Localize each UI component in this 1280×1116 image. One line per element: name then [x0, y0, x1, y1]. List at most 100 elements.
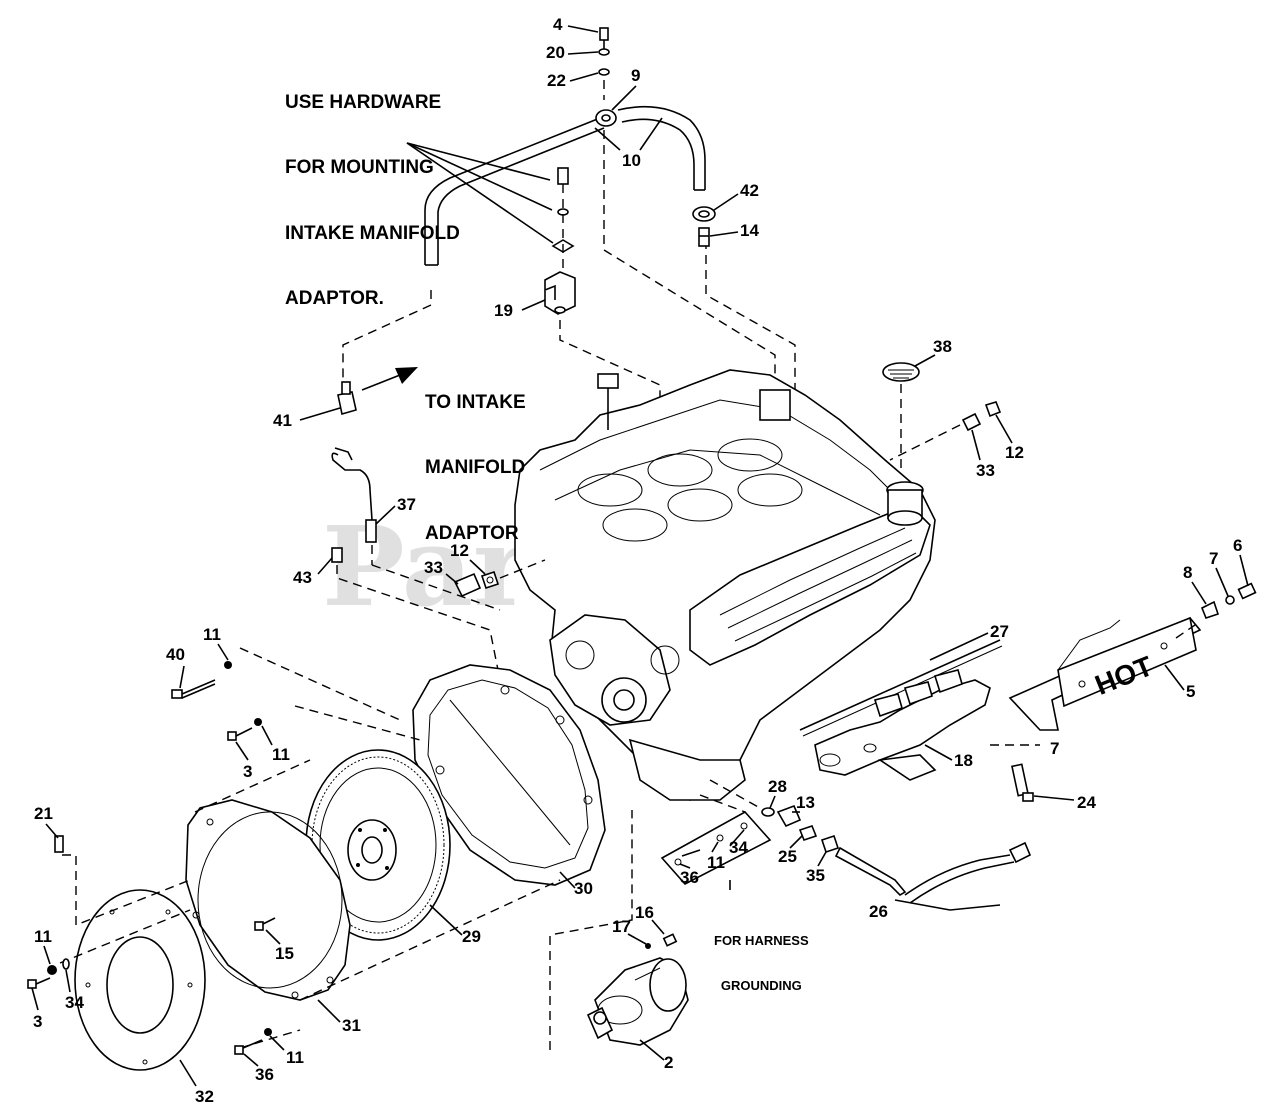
callout-33-upper: 33 [976, 461, 995, 480]
callout-16: 16 [635, 903, 654, 922]
callout-25: 25 [778, 847, 797, 866]
note-line: FOR MOUNTING [285, 157, 434, 179]
bolt-3-lower [27, 958, 70, 989]
callout-11-b: 11 [272, 745, 290, 764]
callout-42: 42 [740, 181, 759, 200]
callout-26: 26 [869, 902, 888, 921]
note-line: GROUNDING [720, 977, 802, 993]
callout-33-middle: 33 [424, 558, 443, 577]
callout-20: 20 [546, 43, 565, 62]
callout-41: 41 [273, 411, 292, 430]
hardware-leader-lines [406, 142, 554, 244]
clamp-42 [692, 206, 716, 222]
callout-13: 13 [796, 793, 815, 812]
callout-11-a: 11 [203, 625, 221, 644]
callout-27: 27 [990, 622, 1009, 641]
note-line: ADAPTOR. [285, 288, 384, 310]
note-line: INTAKE MANIFOLD [285, 222, 460, 244]
note-line: MANIFOLD [425, 457, 526, 479]
gasket-27 [799, 639, 1003, 737]
engine-block [514, 369, 936, 801]
bracket-hardware [551, 167, 575, 272]
callout-21: 21 [34, 804, 53, 823]
fitting-28 [761, 807, 775, 817]
cover-plate-32 [74, 889, 206, 1071]
note-to-intake: TO INTAKE MANIFOLD ADAPTOR [425, 348, 526, 588]
callout-7-upper: 7 [1209, 549, 1218, 568]
note-line: ADAPTOR [425, 522, 519, 544]
fastener-8-7-6 [1200, 582, 1257, 619]
callout-35: 35 [806, 866, 825, 885]
callout-40: 40 [166, 645, 185, 664]
fitting-25 [798, 825, 818, 841]
bracket-19 [544, 271, 576, 315]
bolt-3-upper [227, 718, 262, 741]
starter-motor-2 [586, 957, 689, 1046]
callout-3-upper: 3 [243, 762, 252, 781]
callout-37: 37 [397, 495, 416, 514]
callout-11-d: 11 [34, 927, 52, 946]
nut-12-upper [984, 401, 1002, 418]
note-line: FOR HARNESS [714, 932, 809, 948]
callout-43: 43 [293, 568, 312, 587]
cap-38 [882, 362, 920, 470]
hose-26 [834, 841, 1032, 911]
sensor-37 [331, 447, 501, 611]
callout-4: 4 [553, 15, 563, 34]
connector-14 [698, 227, 710, 247]
nut-12-middle [480, 570, 500, 590]
callout-22: 22 [547, 71, 566, 90]
fitting-41 [337, 381, 357, 416]
exhaust-manifold-18 [814, 669, 991, 781]
callout-7-lower: 7 [1050, 739, 1059, 758]
plug-43 [331, 547, 501, 681]
bolt-40 [171, 661, 232, 699]
bolt-15 [254, 917, 276, 931]
callout-29: 29 [462, 927, 481, 946]
arrow-to-intake [361, 367, 418, 391]
note-use-hardware: USE HARDWARE FOR MOUNTING INTAKE MANIFOL… [285, 48, 460, 354]
fitting-35 [820, 834, 840, 854]
callout-12-middle: 12 [450, 541, 469, 560]
note-line: USE HARDWARE [285, 91, 442, 113]
plug-33-upper [961, 412, 982, 432]
callout-8: 8 [1183, 563, 1192, 582]
vacuum-hose-left [424, 117, 605, 266]
harness-ground-plate [660, 810, 772, 885]
callout-6: 6 [1233, 536, 1242, 555]
callout-5: 5 [1186, 682, 1195, 701]
adapter-plate-31 [185, 799, 351, 1001]
callout-31: 31 [342, 1016, 361, 1035]
callout-36-lower: 36 [255, 1065, 274, 1084]
callout-9: 9 [631, 66, 640, 85]
flywheel-housing-30 [412, 664, 606, 886]
callout-11-c: 11 [707, 853, 725, 872]
callout-32: 32 [195, 1087, 214, 1106]
callout-34-left: 34 [65, 993, 84, 1012]
callout-2: 2 [664, 1053, 673, 1072]
callout-11-e: 11 [286, 1048, 304, 1067]
callout-38: 38 [933, 337, 952, 356]
callout-30: 30 [574, 879, 593, 898]
callout-3-lower: 3 [33, 1012, 42, 1031]
callout-34-right: 34 [729, 838, 748, 857]
callout-14: 14 [740, 221, 759, 240]
bolt-36-lower [234, 1028, 272, 1055]
stud-16-17 [645, 933, 678, 949]
callout-17: 17 [612, 917, 631, 936]
bolt-24 [1011, 763, 1034, 802]
callout-12-upper: 12 [1005, 443, 1024, 462]
callout-28: 28 [768, 777, 787, 796]
fitting-13 [776, 804, 802, 828]
callout-15: 15 [275, 944, 294, 963]
screw-4 [598, 27, 610, 100]
callout-19: 19 [494, 301, 513, 320]
callout-36-right: 36 [680, 868, 699, 887]
plug-33-middle [453, 572, 482, 598]
note-line: TO INTAKE [425, 391, 526, 413]
note-harness-grounding: FOR HARNESS GROUNDING [714, 904, 809, 1024]
callout-24: 24 [1077, 793, 1096, 812]
dowel-21 [54, 835, 64, 853]
